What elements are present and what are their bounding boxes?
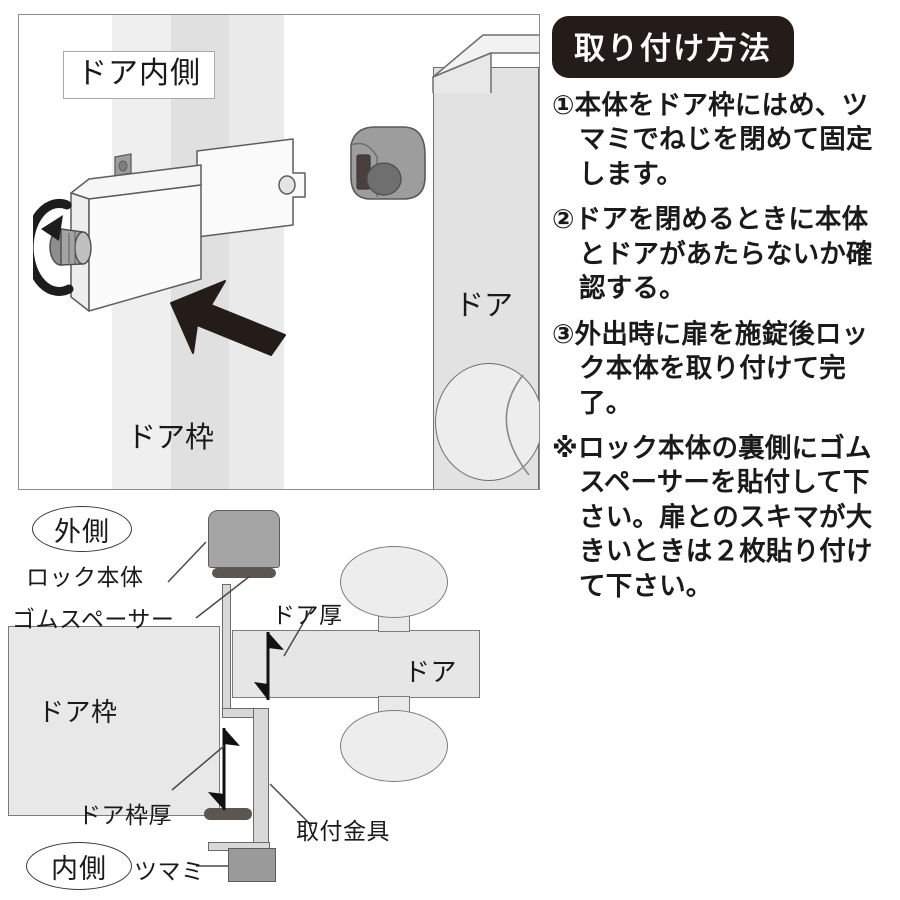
door-knob-icon: [435, 363, 539, 481]
frame-stripe-5: [284, 15, 433, 489]
lock-body-icon: [350, 126, 426, 200]
rotation-arrow-icon: [33, 198, 74, 296]
instructions-title: 取り付け方法: [552, 16, 794, 78]
frame-stripe-4: [229, 15, 285, 489]
frame-thickness-dimension: [208, 728, 240, 810]
door-thickness-callout: ドア厚: [272, 603, 343, 629]
door-thickness-dimension: [254, 632, 284, 700]
inside-badge: 内側: [26, 842, 132, 890]
mounting-bracket-assembly: [49, 138, 306, 312]
push-arrow-icon: [170, 280, 286, 356]
door-slab-top-bevel: [432, 34, 539, 93]
door-frame-block: [8, 626, 220, 816]
thumbscrew-block: [228, 848, 276, 882]
rubber-spacer-callout: ゴムスペーサー: [12, 607, 175, 633]
lock-body-block: [208, 510, 280, 568]
frame-spacer-pad: [204, 808, 252, 820]
instruction-step-2: ②ドアを閉めるときに本体とドアがあたらないか確認する。: [552, 204, 873, 305]
door-callout: ドア: [404, 658, 458, 688]
door-knob-highlight: [505, 374, 530, 476]
frame-thickness-callout: ドア枠厚: [78, 803, 172, 829]
instructions-column: 取り付け方法 ①本体をドア枠にはめ、ツマミでねじを閉めて固定します。 ②ドアを閉…: [552, 16, 890, 604]
instruction-step-1: ①本体をドア枠にはめ、ツマミでねじを閉めて固定します。: [552, 90, 873, 190]
leader-lines: [167, 541, 313, 867]
door-frame-callout: ドア枠: [38, 698, 118, 728]
knob-ellipse-bottom: [340, 710, 448, 782]
bracket-callout: 取付金具: [296, 819, 390, 845]
cross-section-diagram: 外側 内側 ロック本体 ゴムスペーサー ドア厚 ドア ドア枠 ドア枠厚 取付金具…: [0, 496, 900, 900]
door-label: ドア: [455, 288, 514, 322]
lock-body-callout: ロック本体: [26, 565, 144, 591]
knob-ellipse-top: [340, 546, 448, 618]
door-frame-label: ドア枠: [127, 420, 215, 454]
rubber-spacer-block: [212, 568, 276, 578]
door-inside-label: ドア内側: [63, 51, 215, 99]
instruction-step-3: ③外出時に扉を施錠後ロック本体を取り付けて完了。: [552, 318, 869, 419]
installation-illustration-panel: ドア内側: [18, 14, 540, 490]
outside-badge: 外側: [32, 506, 132, 552]
instruction-note: ※ロック本体の裏側にゴムスペーサーを貼付して下さい。扉とのスキマが大きいときは２…: [552, 432, 873, 602]
thumbscrew-callout: ツマミ: [134, 859, 205, 885]
